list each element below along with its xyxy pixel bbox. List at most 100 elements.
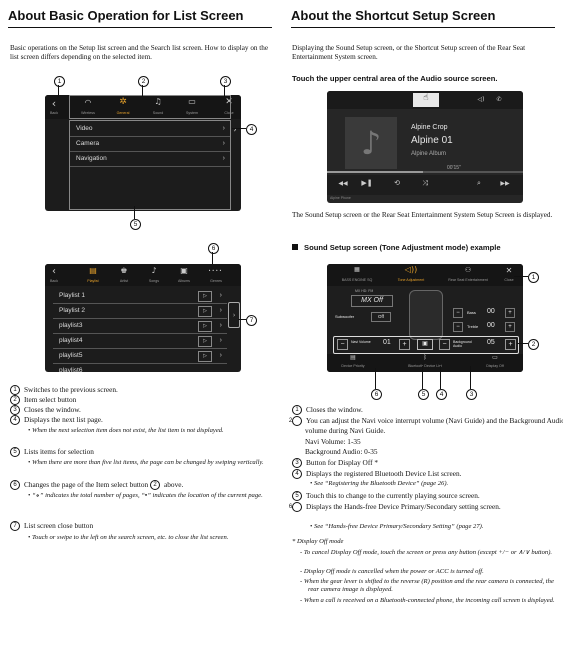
- list-item-label: Playlist 1: [59, 292, 86, 299]
- play-pause-icon[interactable]: ▶❚: [361, 179, 373, 187]
- bass-engine-icon[interactable]: ▦: [354, 266, 360, 273]
- list-item[interactable]: playlist3▷›: [53, 318, 227, 334]
- search-icon[interactable]: ⌕: [477, 179, 481, 187]
- close-icon[interactable]: ✕: [225, 97, 233, 107]
- track-time: 00'15": [447, 165, 461, 171]
- device-priority-icon[interactable]: ▤: [350, 354, 356, 361]
- play-icon[interactable]: ▷: [198, 351, 212, 362]
- close-icon[interactable]: ✕: [505, 266, 513, 275]
- tab-label: Tone Adjustment: [397, 278, 425, 282]
- volume-icon[interactable]: ◁): [477, 96, 485, 103]
- treble-minus[interactable]: −: [453, 322, 463, 332]
- back-icon[interactable]: ‹: [51, 97, 57, 110]
- toolbar-label: System: [186, 111, 198, 115]
- toolbar-label: Genres: [210, 279, 222, 283]
- subwoofer-value[interactable]: Off: [371, 312, 391, 322]
- touch-area-highlight[interactable]: [413, 93, 439, 107]
- play-icon[interactable]: ▷: [198, 321, 212, 332]
- display-off-icon[interactable]: ▭: [492, 354, 498, 361]
- toolbar-label: Back: [50, 111, 58, 115]
- footnote: - Display Off mode is cancelled when the…: [300, 568, 484, 575]
- list-close-tab[interactable]: ›: [228, 302, 240, 328]
- toolbar-label: Back: [50, 279, 58, 283]
- list-item[interactable]: playlist6: [53, 363, 227, 372]
- next-icon[interactable]: ▶▶: [500, 180, 510, 187]
- setup-list-screenshot: ‹ Back ◠ Wireless ✲ General ♫ Sound ▭ Sy…: [45, 95, 241, 211]
- toolbar-label: Close: [224, 111, 234, 115]
- playlist-icon[interactable]: ▤: [89, 266, 97, 275]
- callout-4: 4: [436, 389, 447, 400]
- list-area: Playlist 1▷› Playlist 2▷› playlist3▷› pl…: [53, 288, 227, 372]
- bottom-label: Display Off: [486, 364, 504, 368]
- bass-value: 00: [487, 308, 495, 315]
- wifi-icon[interactable]: ◠: [84, 98, 92, 107]
- legend-note: • When the next selection item does not …: [28, 427, 224, 434]
- callout-3: 3: [466, 389, 477, 400]
- sound-icon[interactable]: ♫: [154, 97, 162, 106]
- selected-tab-outline: [69, 95, 231, 119]
- chevron-right-icon: ›: [222, 155, 225, 162]
- callout-4: 4: [246, 124, 257, 135]
- mx-value[interactable]: MX Off: [351, 295, 393, 307]
- play-icon[interactable]: ▷: [198, 291, 212, 302]
- left-section-title: About Basic Operation for List Screen: [8, 8, 272, 28]
- callout-3: 3: [220, 76, 231, 87]
- tone-icon[interactable]: ◁)): [404, 265, 418, 274]
- list-item-label: playlist3: [59, 322, 83, 329]
- list-item[interactable]: Navigation ›: [70, 151, 230, 167]
- navi-plus[interactable]: +: [399, 339, 410, 350]
- list-item-label: Navigation: [76, 155, 107, 162]
- chevron-right-icon: ›: [222, 140, 225, 147]
- system-icon[interactable]: ▭: [188, 97, 196, 106]
- legend-note: • See “Hands-free Device Primary/Seconda…: [310, 523, 484, 530]
- play-icon[interactable]: ▷: [198, 306, 212, 317]
- play-icon[interactable]: ▷: [198, 336, 212, 347]
- album-icon[interactable]: ▣: [180, 266, 188, 275]
- list-item[interactable]: Camera ›: [70, 136, 230, 152]
- list-area: Video› Camera › Navigation ›: [69, 120, 231, 210]
- list-item[interactable]: playlist4▷›: [53, 333, 227, 349]
- bottom-label: Bluetooth Device List: [408, 364, 442, 368]
- list-item[interactable]: Video›: [70, 121, 230, 137]
- callout-7: 7: [246, 315, 257, 326]
- bg-minus[interactable]: −: [439, 339, 450, 350]
- song-icon[interactable]: ♪: [151, 266, 157, 275]
- list-item[interactable]: playlist5▷›: [53, 348, 227, 364]
- sound-setup-section-title: Sound Setup screen (Tone Adjustment mode…: [292, 243, 554, 252]
- callout-5: 5: [418, 389, 429, 400]
- navi-minus[interactable]: −: [337, 339, 348, 350]
- treble-plus[interactable]: +: [505, 322, 515, 332]
- list-item[interactable]: Playlist 2▷›: [53, 303, 227, 319]
- navi-guide-volume-row: [333, 336, 519, 354]
- bluetooth-icon[interactable]: ᛒ: [423, 354, 427, 361]
- track-album: Alpine Album: [411, 151, 447, 157]
- list-item-label: playlist4: [59, 337, 83, 344]
- list-item-label: Camera: [76, 140, 100, 147]
- back-icon[interactable]: ‹: [52, 266, 56, 277]
- prev-icon[interactable]: ◀◀: [338, 180, 348, 187]
- repeat-icon[interactable]: ⟲: [394, 179, 400, 187]
- source-label: Alpine Phone: [330, 196, 351, 200]
- legend-item: Navi Volume: 1-35: [305, 437, 361, 446]
- rear-seat-icon[interactable]: ⚇: [464, 266, 472, 274]
- chevron-right-icon: ›: [219, 352, 222, 359]
- legend-item: Background Audio: 0-35: [305, 447, 378, 456]
- bass-plus[interactable]: +: [505, 308, 515, 318]
- display-off-button[interactable]: ▣: [417, 339, 433, 350]
- next-page-icon[interactable]: ›: [233, 125, 237, 134]
- toolbar-label: General: [116, 111, 130, 115]
- bass-minus[interactable]: −: [453, 308, 463, 318]
- shuffle-icon[interactable]: ⤨: [422, 179, 428, 187]
- bg-plus[interactable]: +: [505, 339, 516, 350]
- list-item[interactable]: Playlist 1▷›: [53, 288, 227, 304]
- gear-icon[interactable]: ✲: [119, 97, 127, 107]
- artist-icon[interactable]: ♚: [120, 266, 128, 275]
- page-indicator[interactable]: • • • •: [208, 268, 222, 273]
- phone-icon[interactable]: ✆: [496, 96, 502, 103]
